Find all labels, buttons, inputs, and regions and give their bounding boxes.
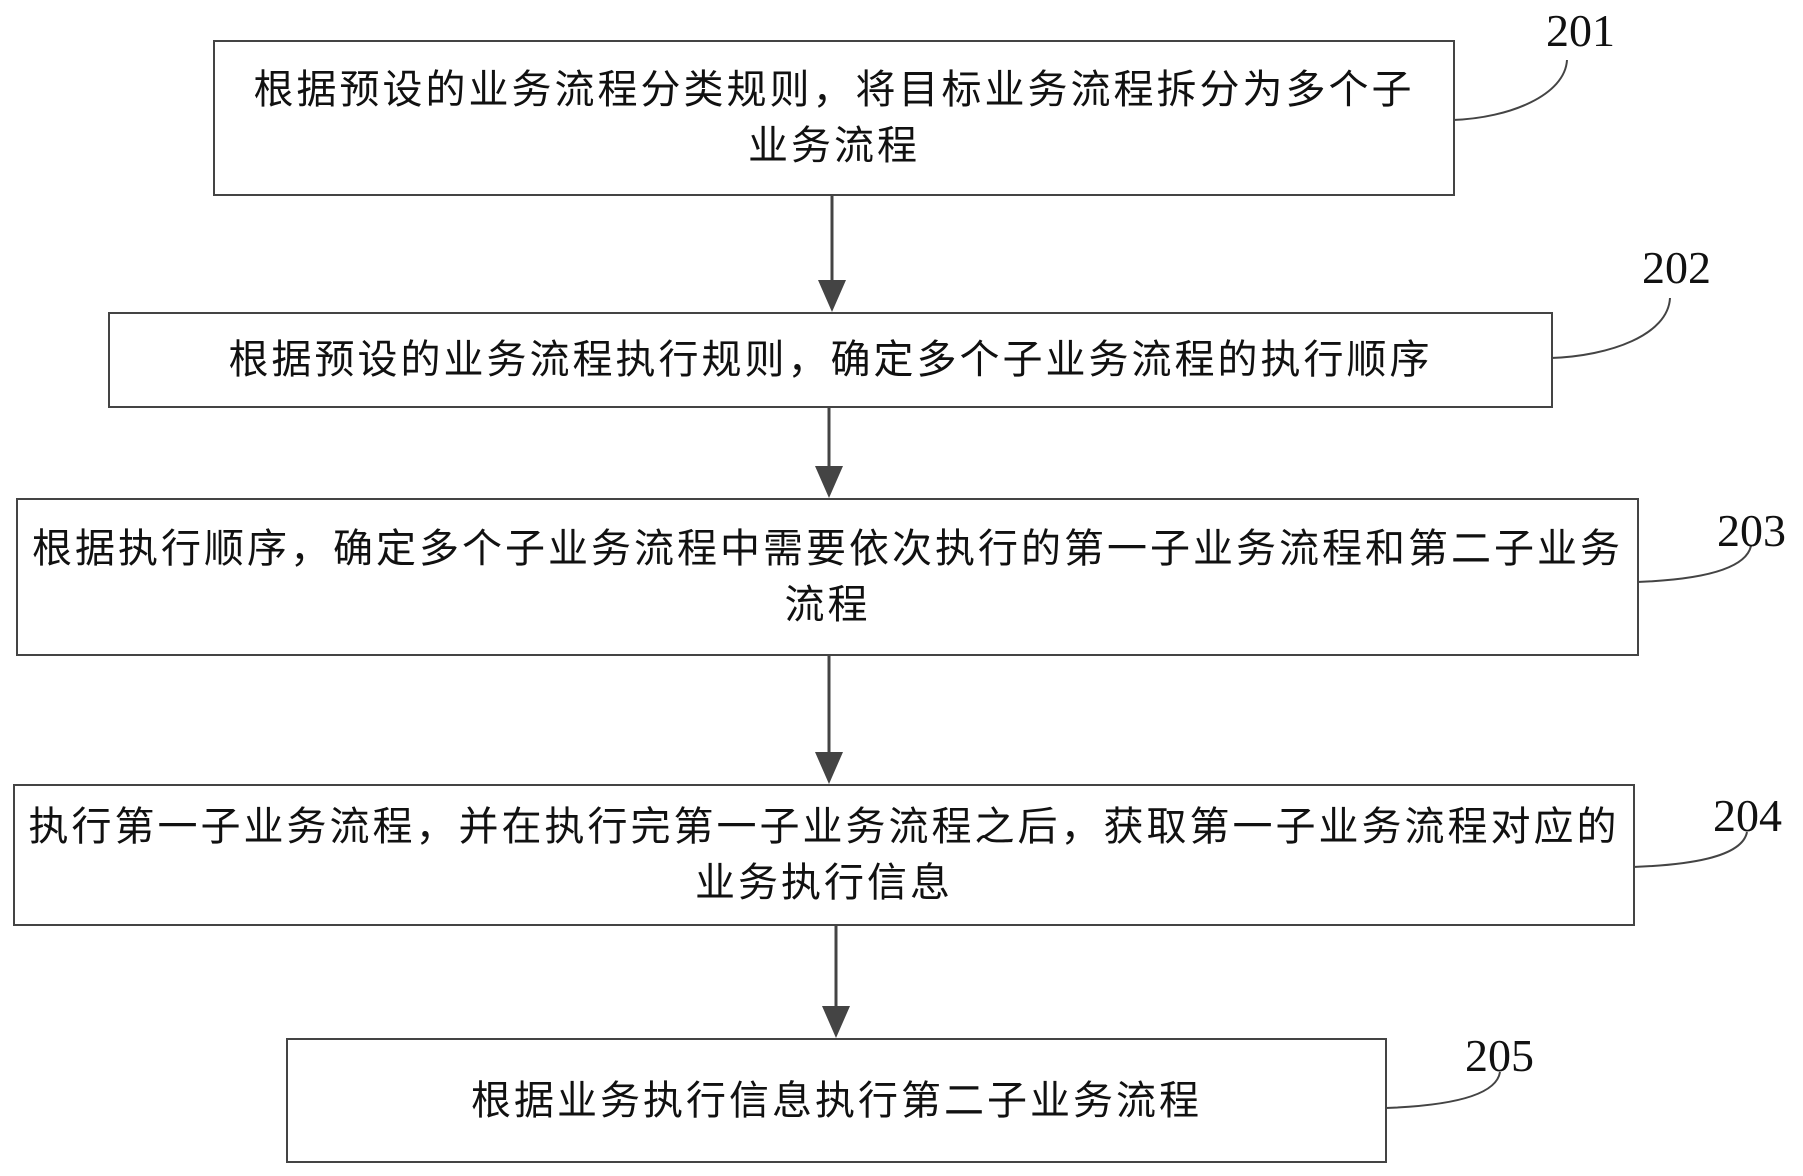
leader-line-201 <box>1452 59 1568 121</box>
step-text-203: 根据执行顺序，确定多个子业务流程中需要依次执行的第一子业务流程和第二子业务流程 <box>32 526 1623 628</box>
step-id-204: 204 <box>1713 790 1782 841</box>
step-box-203: 根据执行顺序，确定多个子业务流程中需要依次执行的第一子业务流程和第二子业务流程 <box>16 498 1639 656</box>
flow-arrow-203-204 <box>815 655 843 784</box>
step-text-201: 根据预设的业务流程分类规则，将目标业务流程拆分为多个子业务流程 <box>253 67 1415 169</box>
arrowhead-icon <box>822 1006 850 1038</box>
leader-line-203 <box>1636 545 1752 583</box>
step-id-205: 205 <box>1465 1030 1534 1081</box>
leader-line-205 <box>1385 1071 1501 1109</box>
step-box-204: 执行第一子业务流程，并在执行完第一子业务流程之后，获取第一子业务流程对应的业务执… <box>13 784 1635 926</box>
leader-line-202 <box>1550 297 1671 359</box>
step-box-205: 根据业务执行信息执行第二子业务流程 <box>286 1038 1387 1163</box>
step-id-203: 203 <box>1717 505 1786 556</box>
step-text-204: 执行第一子业务流程，并在执行完第一子业务流程之后，获取第一子业务流程对应的业务执… <box>28 804 1620 906</box>
leader-line-204 <box>1632 831 1748 868</box>
arrowhead-icon <box>818 280 846 312</box>
step-id-201: 201 <box>1546 5 1615 56</box>
step-box-201: 根据预设的业务流程分类规则，将目标业务流程拆分为多个子业务流程 <box>213 40 1455 196</box>
arrowhead-icon <box>815 752 843 784</box>
flow-arrow-202-203 <box>815 406 843 498</box>
step-text-202: 根据预设的业务流程执行规则，确定多个子业务流程的执行顺序 <box>228 337 1433 383</box>
step-id-202: 202 <box>1642 242 1711 293</box>
step-box-202: 根据预设的业务流程执行规则，确定多个子业务流程的执行顺序 <box>108 312 1553 408</box>
arrowhead-icon <box>815 466 843 498</box>
step-text-205: 根据业务执行信息执行第二子业务流程 <box>471 1077 1202 1124</box>
flow-arrow-201-202 <box>818 195 846 312</box>
flow-arrow-204-205 <box>822 925 850 1038</box>
